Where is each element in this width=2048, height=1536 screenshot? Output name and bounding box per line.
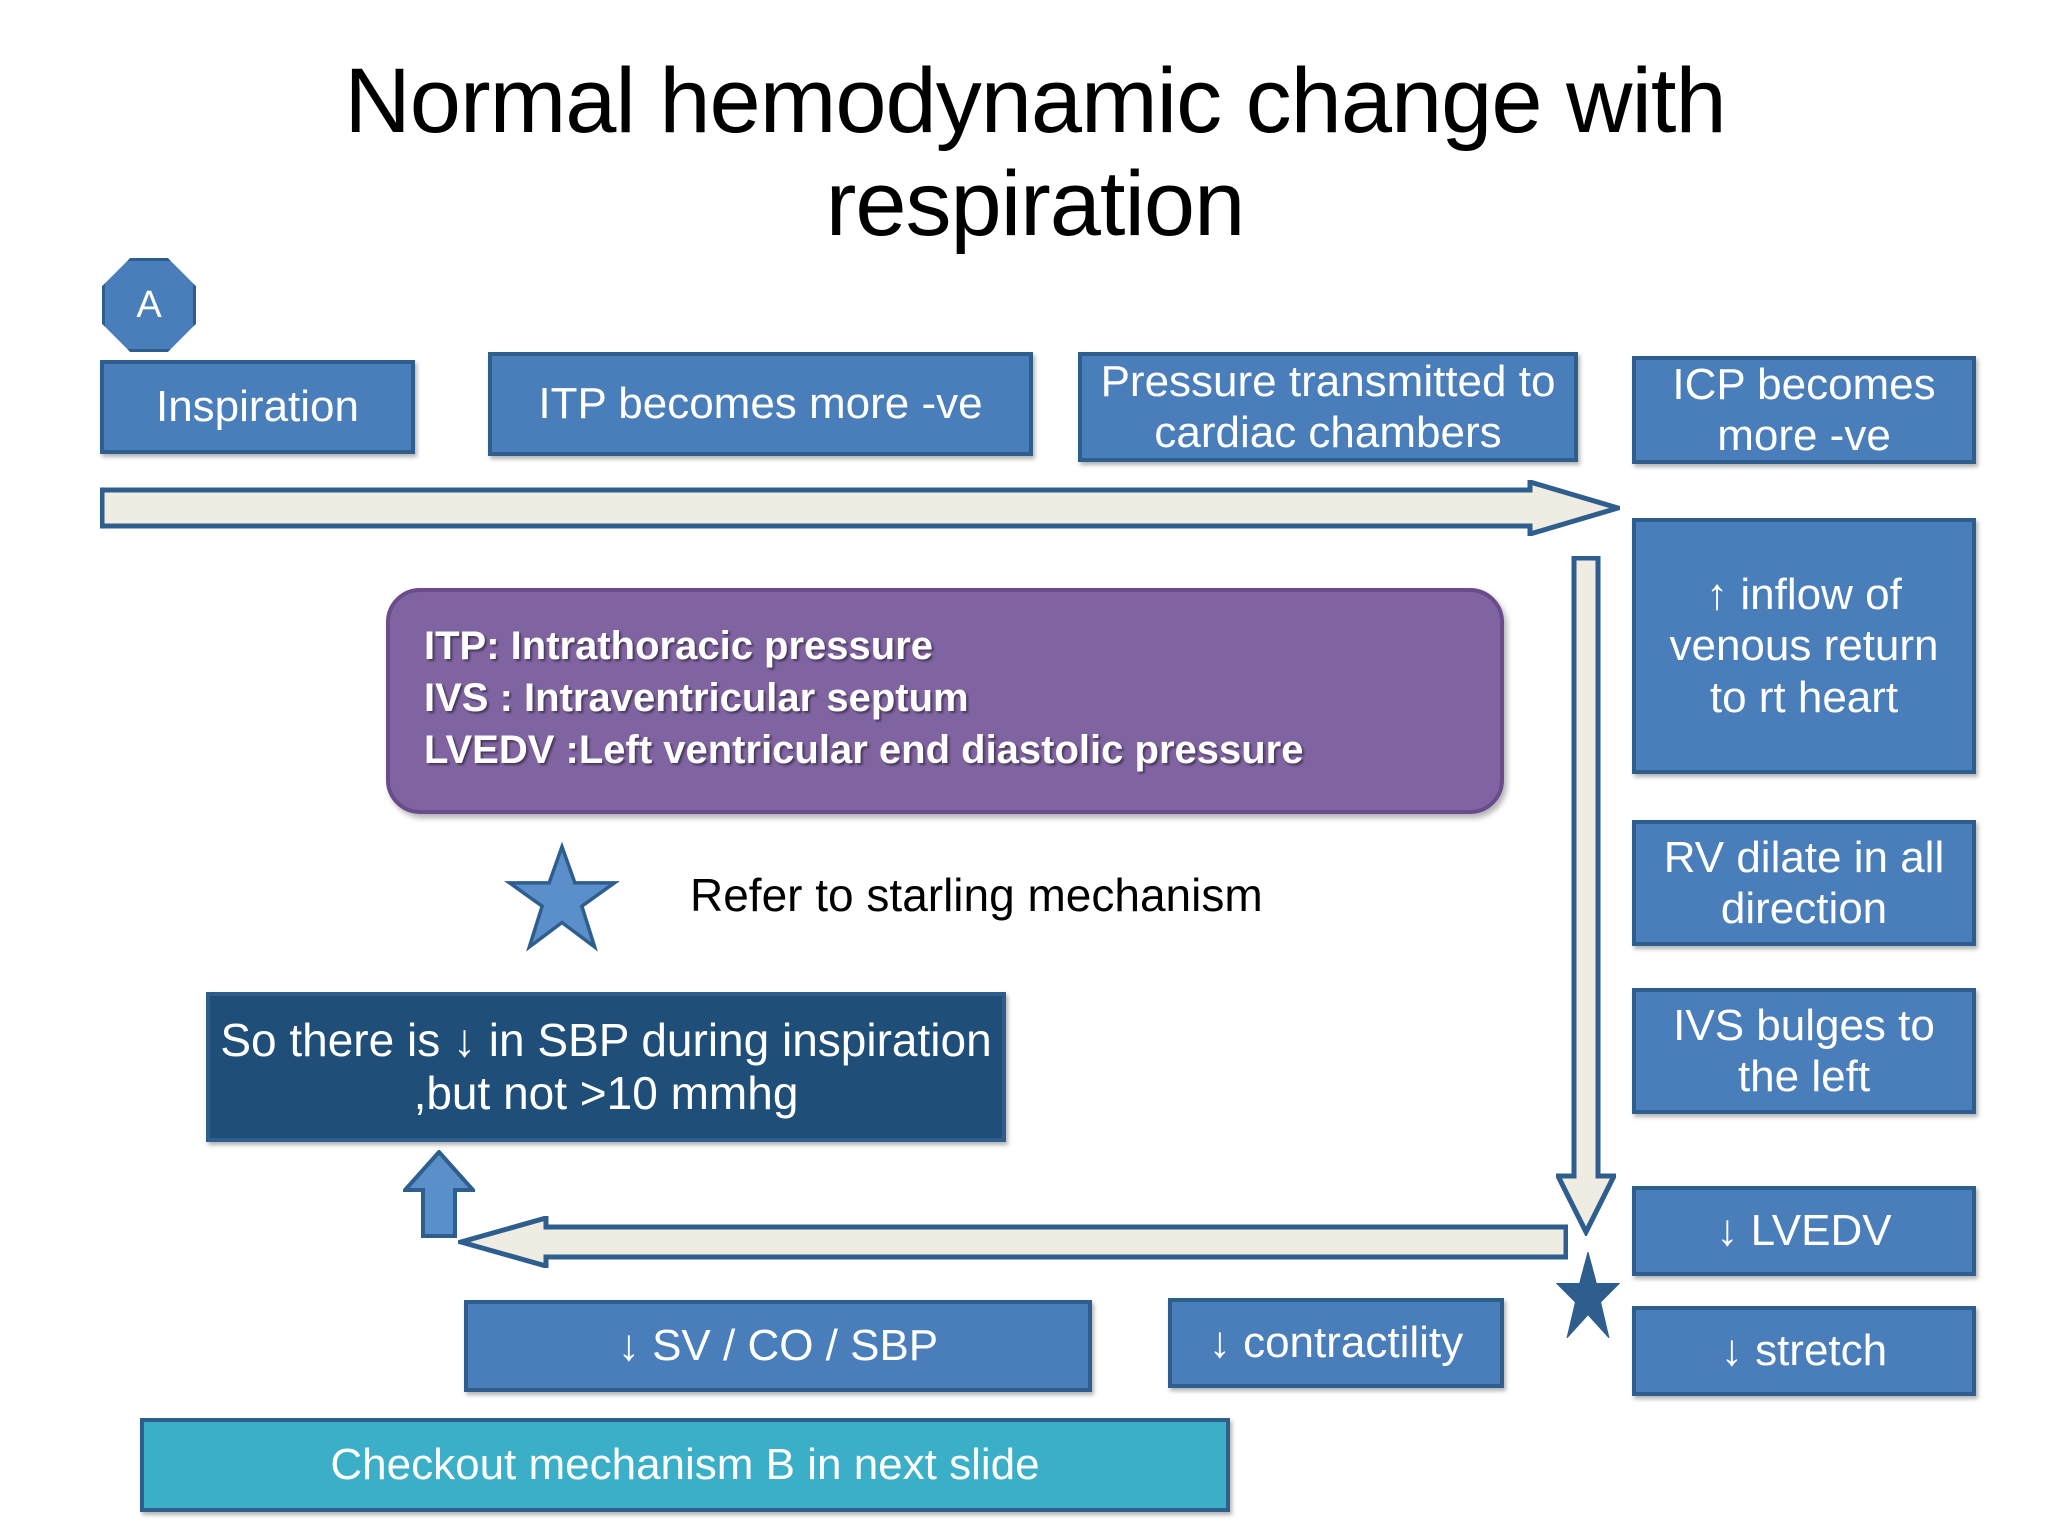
box-itp-more-negative: ITP becomes more -ve xyxy=(488,352,1033,456)
box-venous-return: ↑ inflow of venous return to rt heart xyxy=(1632,518,1976,774)
box-sv-co-sbp: ↓ SV / CO / SBP xyxy=(464,1300,1092,1392)
legend-line-itp: ITP: Intrathoracic pressure xyxy=(424,624,934,668)
arrow-down-cascade xyxy=(1556,556,1616,1236)
arrow-right-inspiration-flow xyxy=(100,480,1620,536)
arrow-left-feedback xyxy=(458,1216,1568,1268)
mechanism-badge-a: A xyxy=(102,258,196,352)
box-lvedv-down: ↓ LVEDV xyxy=(1632,1186,1976,1276)
page-title: Normal hemodynamic change with respirati… xyxy=(344,50,1726,256)
box-icp-more-negative: ICP becomes more -ve xyxy=(1632,356,1976,464)
box-inspiration: Inspiration xyxy=(100,360,415,454)
star-icon xyxy=(504,842,620,952)
box-contractility: ↓ contractility xyxy=(1168,1298,1504,1388)
box-sbp-drop: So there is ↓ in SBP during inspiration … xyxy=(206,992,1006,1142)
box-ivs-bulges: IVS bulges to the left xyxy=(1632,988,1976,1114)
box-rv-dilate: RV dilate in all direction xyxy=(1632,820,1976,946)
legend-line-ivs: IVS : Intraventricular septum xyxy=(424,676,969,720)
star-icon-small xyxy=(1556,1252,1620,1338)
legend-abbreviations: ITP: Intrathoracic pressure IVS : Intrav… xyxy=(386,588,1504,814)
box-next-slide[interactable]: Checkout mechanism B in next slide xyxy=(140,1418,1230,1512)
refer-starling-text: Refer to starling mechanism xyxy=(690,869,1263,921)
arrow-up-to-sbp-box xyxy=(403,1150,475,1238)
box-pressure-transmitted: Pressure transmitted to cardiac chambers xyxy=(1078,352,1578,462)
box-stretch-down: ↓ stretch xyxy=(1632,1306,1976,1396)
legend-line-lvedv: LVEDV :Left ventricular end diastolic pr… xyxy=(424,728,1304,772)
